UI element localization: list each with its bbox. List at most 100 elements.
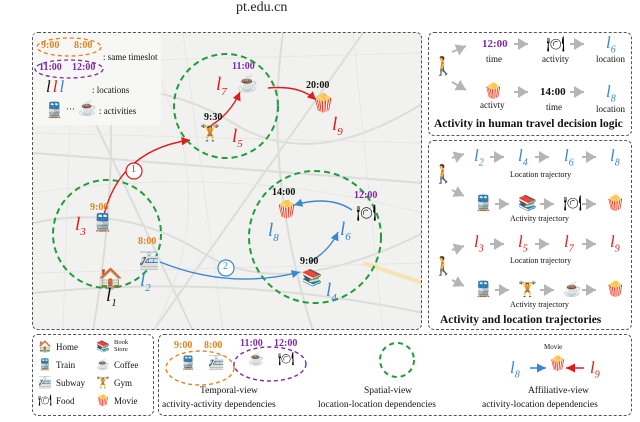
traj-red-l3: l3 [474,232,484,255]
legend-subway-label: Subway [56,378,85,388]
decision-caption-time-1: time [486,54,502,64]
map-step-1: 1 [131,164,136,175]
trajectories-title: Activity and location trajectories [440,314,602,326]
legend-coffee-icon: ☕ [78,99,97,117]
map-time-900: 9:00 [90,202,109,213]
map-time-1400: 14:00 [272,187,296,198]
legend-gym-label: Gym [114,378,132,388]
affiliative-caption-1: Affiliative-view [528,386,590,396]
dep-time-1200: 12:00 [274,338,298,349]
decision-caption-activity-1: activity [542,54,569,64]
dep-orange-ellipse [165,350,235,386]
home-icon-l1: 🏠 [98,266,123,290]
legend-home-label: Home [56,342,78,352]
dependencies-panel [158,334,632,416]
map-loc-l6: l6 [340,219,351,243]
legend-time-1200: 12:00 [72,62,96,73]
legend-book-label: Book Store [114,339,129,353]
spatial-caption-1: Spatial-view [364,386,413,396]
arrow-blue-3 [293,198,353,211]
dep-purple-ellipse [233,346,307,382]
coffee-icon-l7: ☕ [237,74,259,94]
spatial-caption-2: location-location dependencies [318,400,436,410]
traj-blue-book-icon: 📚 [518,194,537,212]
dep-time-900: 9:00 [174,340,193,351]
trajectories-panel [428,140,632,330]
traj-blue-l6: l6 [564,146,574,169]
temporal-caption-1: Temporal-view [200,386,258,396]
gym-icon: 🏋 [96,376,110,389]
legend-food-label: Food [56,396,75,406]
decision-panel [428,32,632,136]
traj-red-location-caption: Location trajectory [510,256,572,265]
traj-red-movie-icon: 🍿 [606,280,625,298]
map-loc-l2: l2 [140,270,151,294]
traj-blue-l2: l2 [474,146,484,169]
map-step-2: 2 [223,261,228,272]
dep-loc-l9: l9 [590,358,600,381]
map-time-2000: 20:00 [306,80,330,91]
home-icon: 🏠 [38,340,52,353]
map-loc-l3: l3 [75,214,86,238]
arrow-blue-2 [309,231,339,263]
person-icon-decision: 🚶 [432,56,455,77]
dep-loc-l8: l8 [510,358,520,381]
subway-icon: 🚈 [38,376,52,389]
legend-locations: : locations [92,85,130,95]
legend-train-label: Train [56,360,76,370]
traj-red-activity-caption: Activity trajectory [510,300,569,309]
legend-time-1100: 11:00 [39,62,62,73]
decision-time-1200: 12:00 [482,38,508,50]
traj-blue-food-icon: 🍽 [563,194,583,212]
movie-icon-decision: 🍿 [484,82,503,100]
cluster-circle-right [248,170,382,304]
legend-movie-label: Movie [114,396,138,406]
movie-icon-l9: 🍿 [312,93,335,114]
arrow-red-2 [206,91,241,129]
traj-blue-l4: l4 [518,146,528,169]
legend-purple-ellipse [34,59,104,79]
legend-same-timeslot: : same timeslot [103,52,158,62]
traj-blue-activity-caption: Activity trajectory [510,214,569,223]
map-loc-l5: l5 [232,126,243,150]
header-clip-text: pt.edu.cn [236,0,288,15]
traj-red-l9: l9 [610,232,620,255]
map-loc-l9: l9 [332,114,343,138]
person-icon-red: 🚶 [432,256,455,277]
traj-blue-l8: l8 [610,146,620,169]
decision-loc-l6: l6 [606,33,616,56]
map-time-800: 8:00 [138,236,157,247]
traj-red-l7: l7 [564,232,574,255]
traj-red-train-icon: 🚆 [474,280,493,298]
dep-green-circle [379,342,415,378]
decision-time-1400: 14:00 [540,86,566,98]
book-icon-l4: 📚 [302,268,322,287]
coffee-icon: ☕ [96,358,110,371]
decision-caption-location-1: location [596,54,625,64]
dep-coffee-icon: ☕ [248,352,265,367]
legend-time-800: 8:00 [74,40,93,51]
map-time-900b: 9:00 [300,256,319,267]
map-loc-l1: l1 [106,285,117,309]
arrow-red-1 [103,137,191,216]
person-icon-blue: 🚶 [432,164,455,185]
dep-movie-label: Movie [544,343,563,351]
train-icon: 🚆 [38,358,52,371]
legend-dots: ··· [66,104,75,114]
food-icon-decision: 🍽 [546,35,566,53]
legend-orange-ellipse [36,37,102,57]
decision-title: Activity in human travel decision logic [434,118,623,130]
food-icon-l6: 🍽 [356,203,377,222]
food-icon: 🍽 [38,394,52,407]
arrow-red-3 [267,86,317,101]
cluster-circle-left [52,179,162,289]
dep-food-icon: 🍽 [278,352,295,367]
map-loc-l7: l7 [216,74,227,98]
movie-icon: 🍿 [96,394,110,407]
step-marker-1 [125,162,143,180]
arrow-blue-1 [159,261,301,280]
map-loc-l8: l8 [268,220,279,244]
decision-caption-location-2: location [596,104,625,114]
traj-blue-train-icon: 🚆 [474,194,493,212]
